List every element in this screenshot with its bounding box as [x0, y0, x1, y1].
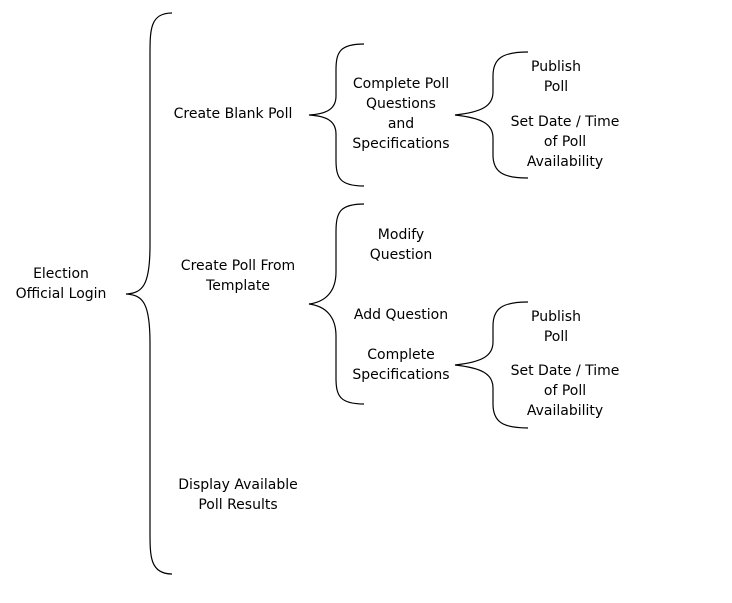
- node-line: Modify: [377, 227, 425, 243]
- node-template-set-date-time: Set Date / Time of Poll Availability: [511, 361, 620, 421]
- node-line: Question: [369, 247, 433, 263]
- node-create-poll-from-template: Create Poll From Template: [181, 256, 295, 296]
- root-node-election-official-login: Election Official Login: [16, 264, 107, 304]
- root-node-line: Election: [33, 266, 89, 282]
- node-create-blank-poll: Create Blank Poll: [174, 104, 293, 124]
- node-modify-question: Modify Question: [370, 225, 433, 265]
- node-complete-specifications: Complete Specifications: [352, 345, 449, 385]
- root-node-line: Official Login: [15, 286, 107, 302]
- node-line: Complete: [367, 347, 435, 363]
- node-line: Template: [206, 278, 270, 294]
- node-line: Add Question: [353, 307, 449, 323]
- node-line: Set Date / Time: [510, 114, 620, 130]
- node-line: Availability: [526, 154, 604, 170]
- node-line: of Poll: [543, 383, 587, 399]
- root-brace: [125, 12, 173, 575]
- node-line: Set Date / Time: [510, 363, 620, 379]
- node-line: Specifications: [352, 367, 450, 383]
- node-line: Poll: [543, 329, 569, 345]
- node-display-available-poll-results: Display Available Poll Results: [178, 475, 297, 515]
- node-complete-poll-questions-and-specifications: Complete Poll Questions and Specificatio…: [352, 74, 449, 154]
- node-line: of Poll: [543, 134, 587, 150]
- node-blank-set-date-time: Set Date / Time of Poll Availability: [511, 112, 620, 172]
- node-template-publish-poll: Publish Poll: [531, 307, 581, 347]
- node-line: Create Poll From: [180, 258, 296, 274]
- blank-publish-brace: [454, 51, 529, 179]
- node-line: Questions: [366, 96, 436, 112]
- node-line: Publish: [531, 59, 581, 75]
- node-line: Create Blank Poll: [173, 106, 293, 122]
- node-line: Availability: [526, 403, 604, 419]
- template-publish-brace: [454, 301, 529, 429]
- blank-poll-brace: [308, 43, 365, 187]
- node-line: Complete Poll: [352, 76, 450, 92]
- node-add-question: Add Question: [354, 305, 448, 325]
- node-line: and: [387, 116, 415, 132]
- node-line: Publish: [531, 309, 581, 325]
- node-blank-publish-poll: Publish Poll: [531, 57, 581, 97]
- node-line: Poll Results: [198, 497, 278, 513]
- node-line: Specifications: [352, 136, 450, 152]
- node-line: Display Available: [178, 477, 298, 493]
- node-line: Poll: [543, 79, 569, 95]
- template-brace: [308, 203, 365, 405]
